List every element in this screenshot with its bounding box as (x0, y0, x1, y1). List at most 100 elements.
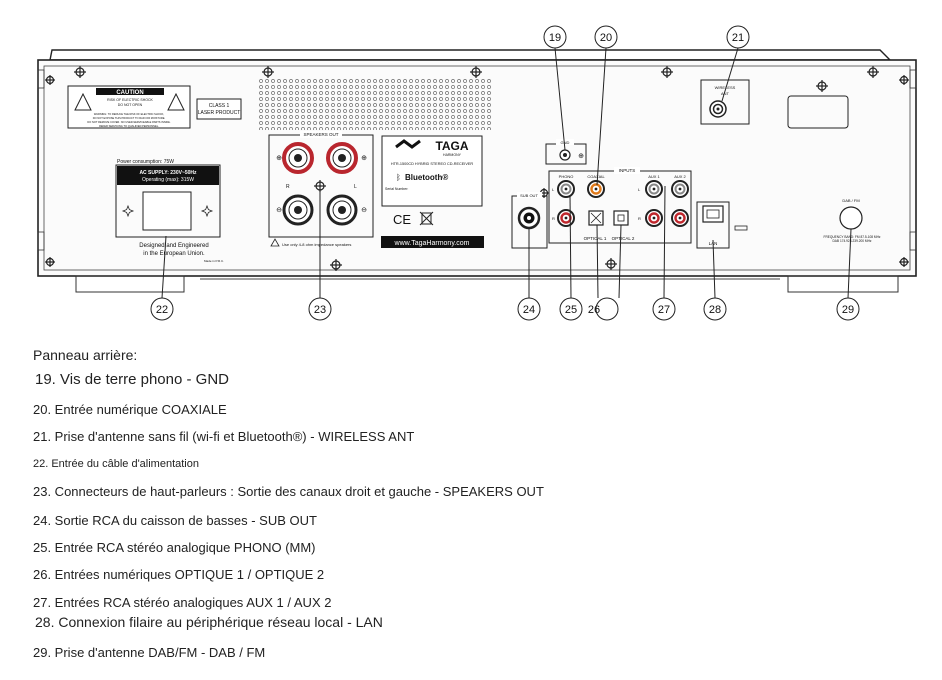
svg-text:HTR-1500CD HYBRID STEREO CD-RE: HTR-1500CD HYBRID STEREO CD-RECEIVER (391, 162, 474, 166)
screw-icon (470, 66, 482, 78)
minus-icon: ⊖ (276, 207, 282, 214)
speaker-terminal (326, 194, 358, 226)
svg-text:REFER SERVICING TO QUALIFIED P: REFER SERVICING TO QUALIFIED PERSONNEL. (99, 124, 159, 128)
legend-item-23: 23. Connecteurs de haut-parleurs : Sorti… (33, 484, 544, 499)
callout-26: 26 (588, 297, 619, 321)
sun-icon (121, 204, 135, 218)
rca-jack-coaxial (587, 180, 605, 198)
svg-text:DAB 174.928-239.200 MHz: DAB 174.928-239.200 MHz (833, 239, 872, 243)
svg-text:19: 19 (549, 32, 561, 44)
callout-21: 21 (726, 25, 750, 49)
rca-jack-aux1-l (645, 180, 663, 198)
screw-icon (45, 257, 55, 267)
dab-fm-connector (839, 206, 863, 230)
legend-item-19: 19. Vis de terre phono - GND (35, 371, 229, 388)
ground-icon: ⊕ (578, 153, 584, 160)
svg-text:R: R (552, 216, 555, 221)
rca-jack-aux2-r (671, 209, 689, 227)
svg-text:CLASS 1: CLASS 1 (209, 103, 230, 109)
gnd-block: GND ⊕ (545, 139, 587, 165)
rca-jack-sub-out (517, 206, 541, 230)
svg-text:Bluetooth®: Bluetooth® (405, 173, 448, 182)
callout-20: 20 (594, 25, 618, 49)
callout-22: 22 (150, 297, 174, 321)
svg-text:WARNING: TO REDUCE THE RISK OF: WARNING: TO REDUCE THE RISK OF ELECTRIC … (94, 112, 165, 116)
screw-icon (816, 80, 828, 92)
screw-icon (605, 258, 617, 270)
svg-text:GND: GND (561, 140, 570, 145)
svg-text:ANT: ANT (721, 91, 730, 96)
svg-text:LASER PRODUCT: LASER PRODUCT (198, 110, 241, 116)
svg-text:Designed and Engineered: Designed and Engineered (139, 243, 208, 249)
callout-24: 24 (517, 297, 541, 321)
svg-text:Power consumption: 75W: Power consumption: 75W (117, 159, 174, 165)
callout-19: 19 (543, 25, 567, 49)
svg-text:SUB OUT: SUB OUT (520, 193, 538, 198)
taga-logo (395, 139, 421, 149)
svg-text:29: 29 (842, 304, 854, 316)
svg-text:DO NOT EXPOSE THIS PRODUCT TO: DO NOT EXPOSE THIS PRODUCT TO RAIN OR MO… (93, 116, 166, 120)
legend-item-28: 28. Connexion filaire au périphérique ré… (35, 614, 383, 630)
caution-title: CAUTION (116, 90, 143, 96)
plus-icon: ⊕ (361, 155, 367, 162)
screw-icon (262, 66, 274, 78)
svg-text:Serial Number:: Serial Number: (385, 187, 408, 191)
svg-text:in the European Union.: in the European Union. (143, 251, 205, 257)
rca-jack-phono-l (557, 180, 575, 198)
legend-item-21: 21. Prise d'antenne sans fil (wi-fi et B… (33, 429, 415, 444)
electric-warning-icon (74, 92, 92, 111)
svg-text:DO NOT REMOVE COVER. NO USER-S: DO NOT REMOVE COVER. NO USER-SERVICEABLE… (87, 120, 171, 124)
svg-text:28: 28 (709, 304, 721, 316)
svg-text:Operating (max): 315W: Operating (max): 315W (142, 177, 194, 183)
screw-icon (899, 75, 909, 85)
svg-text:FREQUENCY BAND: FM 87.5-108 MH: FREQUENCY BAND: FM 87.5-108 MHz (824, 235, 881, 239)
wireless-antenna-connector (709, 100, 727, 118)
svg-text:Made in P.R.C.: Made in P.R.C. (204, 259, 224, 263)
legend-item-26: 26. Entrées numériques OPTIQUE 1 / OPTIQ… (33, 567, 325, 582)
power-section: Power consumption: 75W AC SUPPLY: 230V~5… (115, 159, 224, 263)
svg-text:AUX 1: AUX 1 (648, 174, 660, 179)
rca-jack-aux2-l (671, 180, 689, 198)
weee-bin-icon (419, 211, 434, 226)
svg-text:DAB / FM: DAB / FM (842, 198, 859, 203)
screw-icon (330, 259, 342, 271)
rca-jack-aux1-r (645, 209, 663, 227)
legend-item-25: 25. Entrée RCA stéréo analogique PHONO (… (33, 540, 316, 555)
power-inlet (142, 191, 192, 231)
wireless-ant-block: WIRELESS ANT (700, 79, 849, 129)
svg-text:R: R (638, 216, 641, 221)
bluetooth-icon: ᛒ (396, 173, 401, 182)
screw-icon (45, 75, 55, 85)
speaker-terminal (282, 142, 314, 174)
minus-icon: ⊖ (361, 207, 367, 214)
svg-text:RISK OF ELECTRIC SHOCK: RISK OF ELECTRIC SHOCK (107, 98, 153, 102)
screw-icon (899, 257, 909, 267)
caution-label: CAUTION RISK OF ELECTRIC SHOCK DO NOT OP… (67, 85, 191, 129)
svg-text:SPEAKERS OUT: SPEAKERS OUT (303, 132, 338, 137)
screw-icon (867, 66, 879, 78)
svg-text:L: L (354, 184, 357, 190)
svg-text:20: 20 (600, 32, 612, 44)
svg-text:CE: CE (393, 212, 411, 227)
svg-text:INPUTS: INPUTS (619, 168, 636, 173)
svg-text:WIRELESS: WIRELESS (715, 85, 736, 90)
svg-text:21: 21 (732, 32, 744, 44)
plus-icon: ⊕ (276, 155, 282, 162)
brand-label: TAGA HARMONY HTR-1500CD HYBRID STEREO CD… (381, 135, 484, 248)
speakers-out-block: SPEAKERS OUT ⊕ ⊕ ⊖ ⊖ R L Use only 4-8 oh… (268, 131, 374, 247)
screw-icon (74, 66, 86, 78)
svg-text:L: L (552, 187, 555, 192)
exclamation-warning-icon (167, 92, 185, 111)
legend-item-22: 22. Entrée du câble d'alimentation (33, 458, 199, 470)
svg-text:OPTICAL 1: OPTICAL 1 (584, 236, 607, 241)
svg-text:24: 24 (523, 304, 535, 316)
callout-leader-lines (161, 47, 852, 299)
svg-text:TAGA: TAGA (435, 139, 468, 153)
optical-port-2 (613, 210, 629, 226)
svg-text:OPTICAL 2: OPTICAL 2 (612, 236, 635, 241)
speaker-terminal (282, 194, 314, 226)
svg-text:25: 25 (565, 304, 577, 316)
legend-item-27: 27. Entrées RCA stéréo analogiques AUX 1… (33, 595, 332, 610)
legend-item-20: 20. Entrée numérique COAXIALE (33, 402, 227, 417)
svg-text:HARMONY: HARMONY (443, 153, 462, 157)
